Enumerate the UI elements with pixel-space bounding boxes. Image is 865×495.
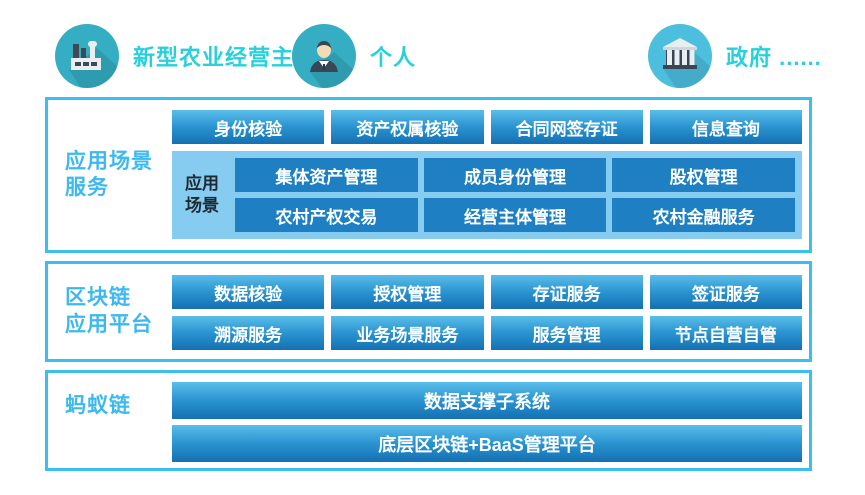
traceability-service-button: 溯源服务 (172, 316, 325, 350)
actor-government: 政府 ...... (648, 24, 822, 88)
actor-label: 政府 ...... (726, 45, 822, 70)
section-application-scenario-services: 应用场景 服务 身份核验 资产权属核验 合同网签存证 信息查询 应用 场景 集体… (45, 97, 812, 253)
contract-esign-deposit-button: 合同网签存证 (490, 110, 643, 144)
visa-service-button: 签证服务 (649, 275, 802, 309)
actor-label: 新型农业经营主体 (133, 45, 318, 70)
asset-ownership-verification-button: 资产权属核验 (331, 110, 484, 144)
scenario-grid: 集体资产管理 成员身份管理 股权管理 农村产权交易 经营主体管理 农村金融服务 (235, 158, 795, 232)
deposit-service-button: 存证服务 (490, 275, 643, 309)
section-title: 区块链 应用平台 (65, 286, 153, 336)
actor-new-agri-entity: 新型农业经营主体 (55, 24, 317, 88)
application-scenario-panel: 应用 场景 集体资产管理 成员身份管理 股权管理 农村产权交易 经营主体管理 农… (172, 151, 802, 239)
rural-property-trade-button: 农村产权交易 (235, 198, 418, 232)
section-antchain: 蚂蚁链 数据支撑子系统 底层区块链+BaaS管理平台 (45, 370, 812, 471)
collective-asset-mgmt-button: 集体资产管理 (235, 158, 418, 192)
person-icon (292, 24, 356, 88)
service-mgmt-button: 服务管理 (490, 316, 643, 350)
base-blockchain-baas-bar: 底层区块链+BaaS管理平台 (172, 425, 802, 462)
platform-row-1: 数据核验 授权管理 存证服务 签证服务 (172, 275, 802, 309)
equity-mgmt-button: 股权管理 (612, 158, 795, 192)
top-service-row: 身份核验 资产权属核验 合同网签存证 信息查询 (172, 110, 802, 144)
panel-label: 应用 场景 (185, 173, 219, 215)
node-self-operation-button: 节点自营自管 (649, 316, 802, 350)
info-query-button: 信息查询 (649, 110, 802, 144)
authorization-mgmt-button: 授权管理 (331, 275, 484, 309)
actor-individual: 个人 (292, 24, 416, 88)
data-verification-button: 数据核验 (172, 275, 325, 309)
business-entity-mgmt-button: 经营主体管理 (423, 198, 607, 232)
actor-label: 个人 (370, 45, 417, 70)
section-title: 蚂蚁链 (65, 394, 131, 418)
platform-row-2: 溯源服务 业务场景服务 服务管理 节点自营自管 (172, 316, 802, 350)
rural-finance-service-button: 农村金融服务 (612, 198, 795, 232)
member-identity-mgmt-button: 成员身份管理 (423, 158, 607, 192)
business-scenario-service-button: 业务场景服务 (331, 316, 484, 350)
data-support-subsystem-bar: 数据支撑子系统 (172, 382, 802, 419)
section-title: 应用场景 服务 (65, 149, 153, 199)
government-icon (648, 24, 712, 88)
identity-verification-button: 身份核验 (172, 110, 325, 144)
factory-icon (55, 24, 119, 88)
section-blockchain-application-platform: 区块链 应用平台 数据核验 授权管理 存证服务 签证服务 溯源服务 业务场景服务… (45, 261, 812, 362)
